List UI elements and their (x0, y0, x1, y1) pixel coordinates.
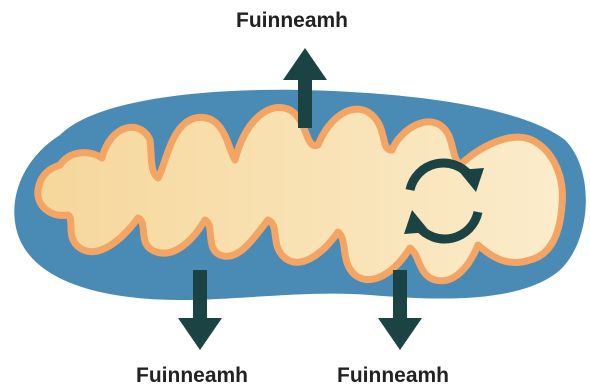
energy-label-bottom-right: Fuinneamh (337, 365, 449, 386)
energy-label-top: Fuinneamh (236, 10, 348, 31)
energy-label-bottom-left: Fuinneamh (136, 365, 248, 386)
